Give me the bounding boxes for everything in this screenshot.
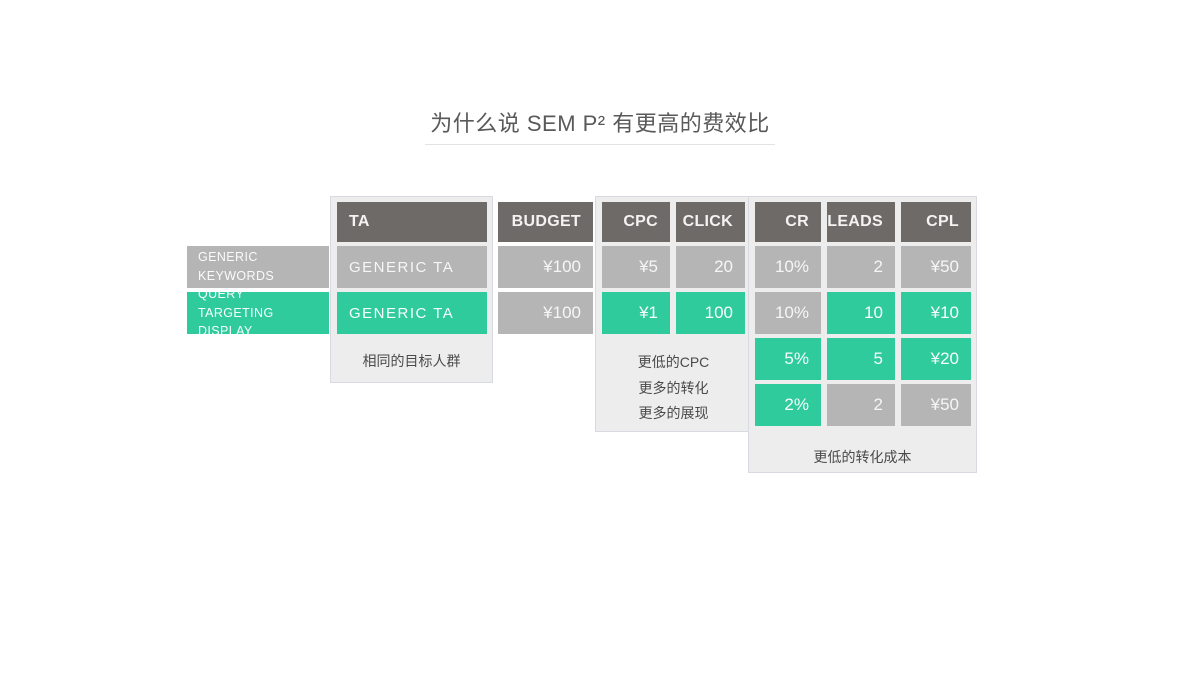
column-header-cpl: CPL <box>901 202 971 242</box>
column-header-click: CLICK <box>676 202 745 242</box>
note-same-target-audience: 相同的目标人群 <box>362 353 461 369</box>
cell-generic-cpc: ¥5 <box>602 246 670 288</box>
cell-query-cr: 10% <box>755 292 821 334</box>
note-more-conversion: 更多的转化 <box>638 379 709 396</box>
cell-query-cpl: ¥10 <box>901 292 971 334</box>
cell-query-ta: GENERIC TA <box>337 292 487 334</box>
note-cpc-benefits: 更低的CPC 更多的转化 更多的展现 <box>595 350 752 427</box>
note-lower-conversion-cost: 更低的转化成本 <box>813 449 912 465</box>
cell-extra2-cpl: ¥50 <box>901 384 971 426</box>
cell-extra1-cpl: ¥20 <box>901 338 971 380</box>
cell-query-leads: 10 <box>827 292 895 334</box>
cell-generic-ta: GENERIC TA <box>337 246 487 288</box>
cr-leads-cpl-panel <box>748 196 977 473</box>
note-more-impressions: 更多的展现 <box>638 405 709 421</box>
slide-title: 为什么说 SEM P² 有更高的费效比 <box>430 111 770 136</box>
column-header-cr: CR <box>755 202 821 242</box>
column-header-budget: BUDGET <box>498 202 593 242</box>
column-header-leads: LEADS <box>827 202 895 242</box>
column-header-ta: TA <box>337 202 487 242</box>
cell-extra2-leads: 2 <box>827 384 895 426</box>
cell-generic-leads: 2 <box>827 246 895 288</box>
cell-generic-budget: ¥100 <box>498 246 593 288</box>
cell-generic-click: 20 <box>676 246 745 288</box>
cell-extra1-cr: 5% <box>755 338 821 380</box>
cell-extra1-leads: 5 <box>827 338 895 380</box>
row-label-query-targeting-display: QUERY TARGETING DISPLAY <box>187 287 329 338</box>
column-header-cpc: CPC <box>602 202 670 242</box>
title-underline <box>425 144 775 145</box>
cell-generic-cpl: ¥50 <box>901 246 971 288</box>
cell-query-budget: ¥100 <box>498 292 593 334</box>
cell-query-click: 100 <box>676 292 745 334</box>
row-label-generic-keywords: GENERIC KEYWORDS <box>187 246 329 288</box>
cell-extra2-cr: 2% <box>755 384 821 426</box>
cell-query-cpc: ¥1 <box>602 292 670 334</box>
note-lower-cpc: 更低的CPC <box>637 354 710 370</box>
cell-generic-cr: 10% <box>755 246 821 288</box>
